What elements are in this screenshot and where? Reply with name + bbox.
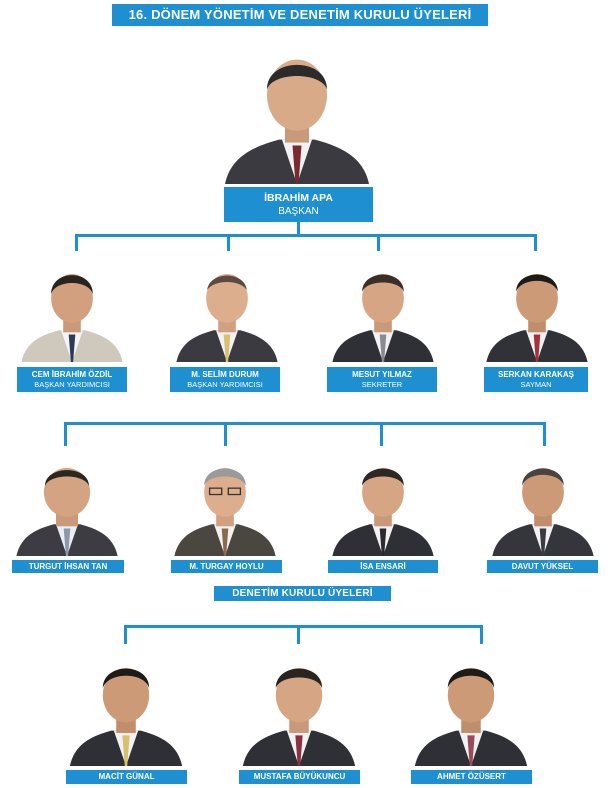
connector-members-4 xyxy=(543,422,546,446)
board-nameplate-1: CEM İBRAHİM ÖZDİL BAŞKAN YARDIMCISI xyxy=(17,367,127,392)
auditor-nameplate-1: MACİT GÜNAL xyxy=(66,770,187,784)
president-role: BAŞKAN xyxy=(278,205,319,217)
board-role-4: SAYMAN xyxy=(520,379,552,389)
board-role-2: BAŞKAN YARDIMCISI xyxy=(187,379,263,389)
auditor-nameplate-2: MUSTAFA BÜYÜKUNCU xyxy=(239,770,360,784)
member-photo-3 xyxy=(328,450,438,556)
connector-auditors-horizontal xyxy=(124,625,483,628)
board-photo-1 xyxy=(17,256,127,362)
board-name-1: CEM İBRAHİM ÖZDİL xyxy=(31,369,113,379)
board-photo-3 xyxy=(328,256,438,362)
auditor-name-1: MACİT GÜNAL xyxy=(98,772,155,781)
connector-members-1 xyxy=(64,422,67,446)
board-nameplate-2: M. SELİM DURUM BAŞKAN YARDIMCISI xyxy=(170,367,280,392)
member-name-3: İSA ENSARİ xyxy=(360,561,406,571)
member-photo-1 xyxy=(12,450,122,556)
board-name-2: M. SELİM DURUM xyxy=(191,369,259,379)
member-photo-2 xyxy=(170,450,280,556)
connector-auditors-1 xyxy=(124,625,127,644)
member-name-4: DAVUT YÜKSEL xyxy=(511,561,574,571)
auditor-photo-1 xyxy=(65,648,187,766)
page-title: 16. DÖNEM YÖNETİM VE DENETİM KURULU ÜYEL… xyxy=(112,4,488,26)
auditor-name-3: AHMET ÖZÜSERT xyxy=(437,772,506,781)
connector-auditors-2 xyxy=(297,625,300,644)
auditor-name-2: MUSTAFA BÜYÜKUNCU xyxy=(253,772,346,781)
member-name-2: M. TURGAY HOYLU xyxy=(189,561,264,571)
president-name: İBRAHİM APA xyxy=(264,191,333,204)
connector-members-2 xyxy=(224,422,227,446)
connector-president-down xyxy=(297,222,300,235)
board-nameplate-4: SERKAN KARAKAŞ SAYMAN xyxy=(484,367,588,392)
board-name-3: MESUT YILMAZ xyxy=(352,369,412,379)
member-photo-4 xyxy=(488,450,598,556)
connector-board-4 xyxy=(534,234,537,251)
board-photo-4 xyxy=(482,256,592,362)
connector-board-1 xyxy=(75,234,78,251)
connector-board-3 xyxy=(377,234,380,251)
audit-committee-title: DENETİM KURULU ÜYELERİ xyxy=(214,586,391,601)
board-photo-2 xyxy=(172,256,282,362)
auditor-nameplate-3: AHMET ÖZÜSERT xyxy=(411,770,532,784)
member-nameplate-4: DAVUT YÜKSEL xyxy=(487,560,598,573)
board-role-3: SEKRETER xyxy=(361,379,403,389)
connector-members-3 xyxy=(380,422,383,446)
board-nameplate-3: MESUT YILMAZ SEKRETER xyxy=(327,367,437,392)
auditor-photo-2 xyxy=(238,648,360,766)
auditor-photo-3 xyxy=(410,648,532,766)
board-name-4: SERKAN KARAKAŞ xyxy=(497,369,574,379)
member-nameplate-2: M. TURGAY HOYLU xyxy=(171,560,282,573)
connector-members-horizontal xyxy=(64,422,546,425)
connector-board-2 xyxy=(227,234,230,251)
member-nameplate-3: İSA ENSARİ xyxy=(328,560,438,573)
president-nameplate: İBRAHİM APA BAŞKAN xyxy=(224,187,373,222)
member-nameplate-1: TURGUT İHSAN TAN xyxy=(12,560,124,573)
connector-board-horizontal xyxy=(75,234,537,237)
member-name-1: TURGUT İHSAN TAN xyxy=(28,561,108,571)
connector-auditors-3 xyxy=(480,625,483,644)
president-photo xyxy=(222,36,372,184)
board-role-1: BAŞKAN YARDIMCISI xyxy=(34,379,110,389)
